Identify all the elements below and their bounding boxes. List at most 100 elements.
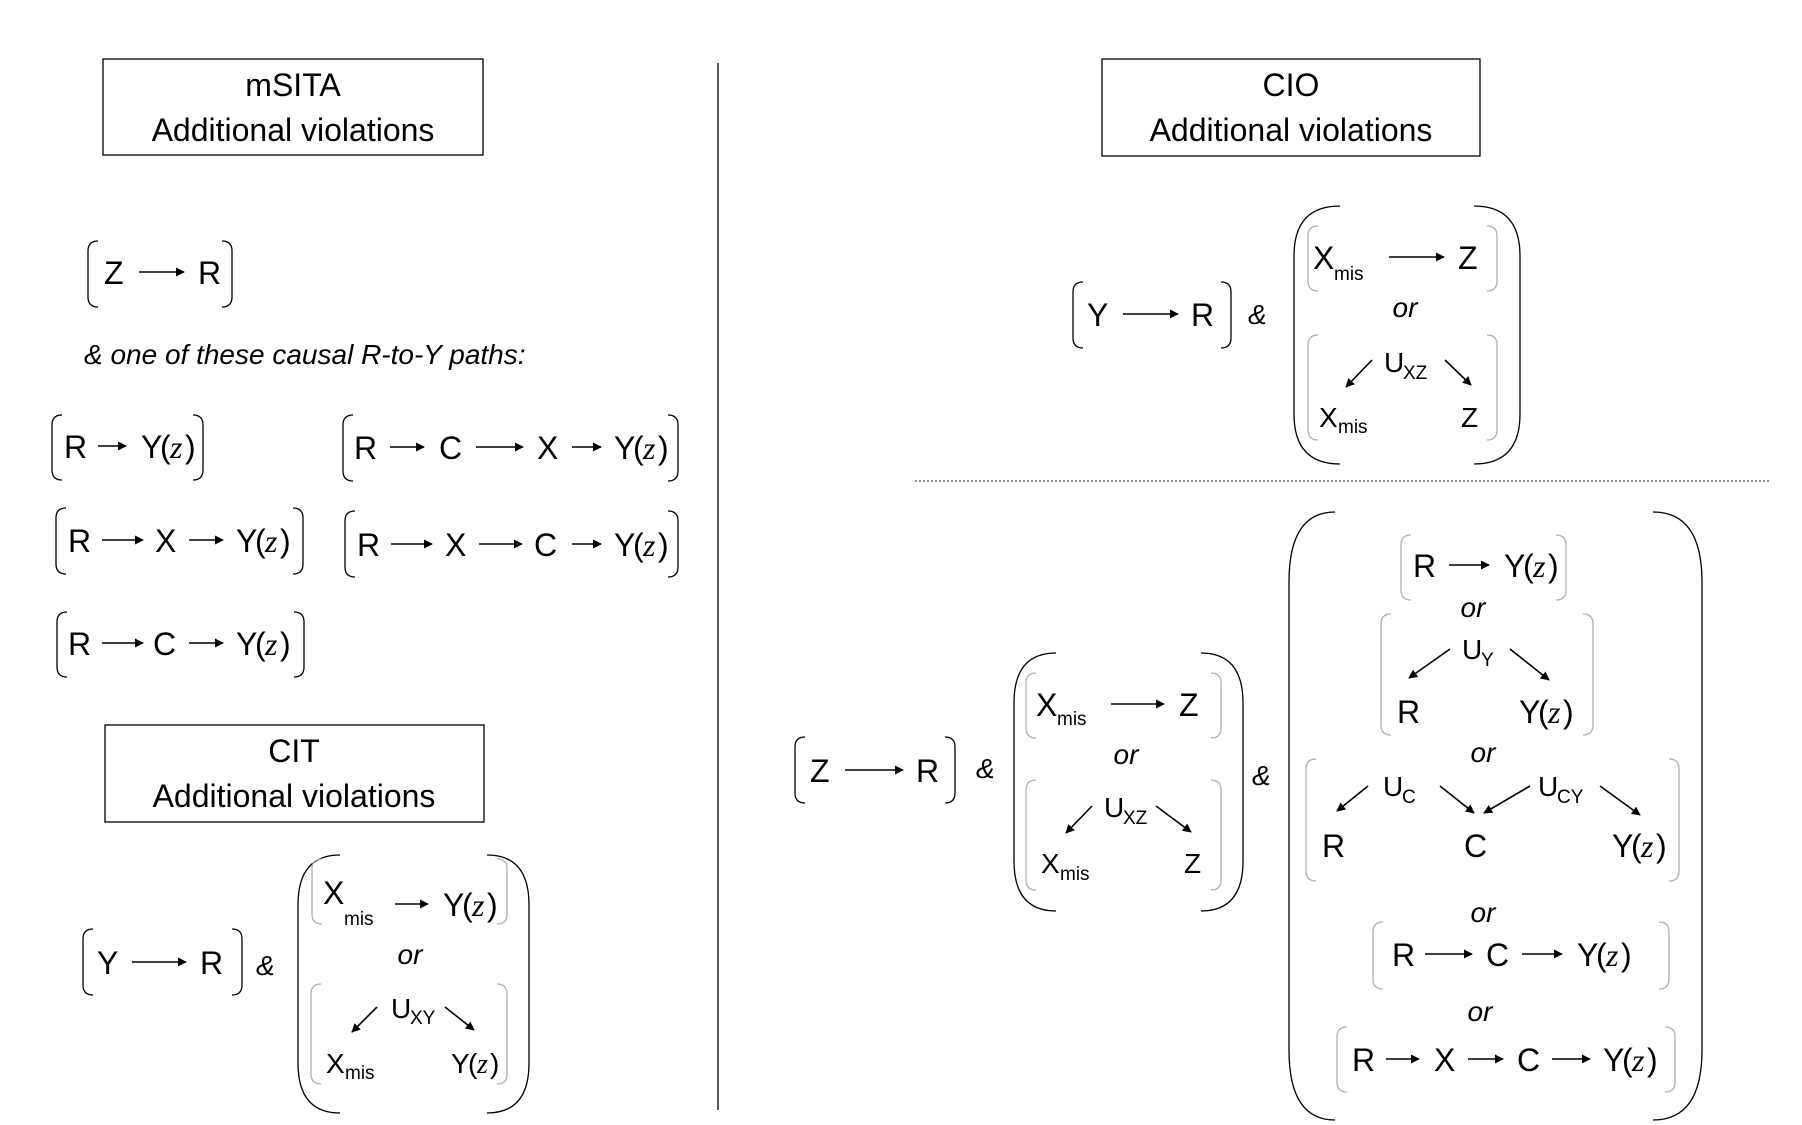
node-x: X (537, 430, 558, 466)
path-r-y: R Y ( z ) (51, 414, 204, 481)
node-u: U (1383, 771, 1403, 802)
node-r: R (354, 430, 377, 466)
arrow (1336, 785, 1369, 812)
sub-mis: mis (1060, 864, 1090, 885)
sub-xz: XZ (1123, 808, 1148, 829)
node-z-italic: z (1631, 1042, 1645, 1078)
arrow (1439, 785, 1475, 814)
paren-close: ) (1548, 548, 1559, 584)
paren-open: ( (633, 430, 644, 466)
sub-mis: mis (345, 1063, 375, 1084)
node-c: C (1486, 937, 1509, 973)
paren-open: ( (255, 523, 266, 559)
cit-big-paren-group: X mis Y ( z ) or U XY X mis Y ( z ) (297, 854, 530, 1114)
cio-top-big-paren-group: X mis Z or U XZ X mis Z (1293, 205, 1521, 465)
node-x: X (445, 527, 466, 563)
node-x: X (1313, 240, 1334, 276)
arrow (1483, 785, 1531, 814)
node-c: C (1464, 828, 1487, 864)
node-x: X (323, 875, 344, 911)
arrow (1155, 805, 1192, 833)
node-z: Z (1458, 240, 1478, 276)
path-r-x-c-y: R X C Y ( z ) (344, 510, 679, 578)
paren-close: ) (280, 523, 291, 559)
node-r: R (1352, 1042, 1375, 1078)
paren-close: ) (658, 430, 669, 466)
cit-title-line2: Additional violations (153, 778, 436, 814)
or-label: or (1393, 292, 1420, 323)
arrow (351, 1006, 378, 1033)
paren-close: ) (1621, 937, 1632, 973)
paren-open: ( (255, 626, 266, 662)
ampersand: & (256, 950, 275, 981)
node-y: Y (1603, 1042, 1624, 1078)
ampersand: & (1252, 760, 1271, 791)
node-z-italic: z (642, 430, 656, 466)
paren-open: ( (1538, 694, 1549, 730)
node-r: R (198, 255, 221, 291)
arrow (1345, 359, 1373, 388)
node-y: Y (1577, 937, 1598, 973)
node-x: X (1041, 848, 1060, 879)
node-z: Z (1179, 687, 1199, 723)
or-label: or (1114, 739, 1141, 770)
sub-c: C (1402, 787, 1416, 808)
cio-bottom-z-to-r: Z R (794, 736, 956, 804)
node-z: Z (104, 255, 124, 291)
node-y: Y (236, 626, 257, 662)
node-z-italic: z (1532, 548, 1546, 584)
node-r: R (200, 945, 223, 981)
sub-mis: mis (1338, 417, 1368, 438)
paren-open: ( (468, 1048, 478, 1079)
paren-open: ( (1596, 937, 1607, 973)
node-y: Y (1519, 694, 1540, 730)
path-r-x-y: R X Y ( z ) (55, 507, 304, 575)
node-r: R (1322, 828, 1345, 864)
node-r: R (916, 753, 939, 789)
path-r-c-y: R C Y ( z ) (56, 611, 305, 678)
node-y: Y (443, 887, 464, 923)
node-x: X (1434, 1042, 1455, 1078)
node-u: U (1462, 634, 1482, 665)
paren-close: ) (1563, 694, 1574, 730)
arrow (1408, 648, 1451, 679)
node-z-italic: z (264, 523, 278, 559)
node-z: Z (810, 753, 830, 789)
or-label: or (1471, 737, 1498, 768)
cit-title-box: CIT Additional violations (104, 724, 485, 823)
or-label: or (1471, 897, 1498, 928)
node-y: Y (614, 430, 635, 466)
node-z-italic: z (476, 1049, 488, 1080)
cio-title-line2: Additional violations (1150, 112, 1433, 148)
ampersand: & (1248, 299, 1267, 330)
arrow (1065, 805, 1093, 834)
node-y: Y (141, 429, 162, 465)
paren-close: ) (185, 429, 196, 465)
node-y: Y (614, 527, 635, 563)
node-r: R (64, 429, 87, 465)
msita-z-to-r: Z R (87, 240, 233, 308)
node-z-italic: z (169, 429, 183, 465)
msita-title-box: mSITA Additional violations (102, 58, 484, 156)
node-z-italic: z (264, 626, 278, 662)
paren-open: ( (1622, 1042, 1633, 1078)
arrow (1444, 359, 1472, 386)
node-u: U (1104, 792, 1124, 823)
paren-open: ( (160, 429, 171, 465)
node-c: C (1517, 1042, 1540, 1078)
node-r: R (1191, 297, 1214, 333)
msita-title-line1: mSITA (245, 67, 341, 103)
node-u: U (391, 993, 411, 1024)
paren-open: ( (462, 887, 473, 923)
node-r: R (68, 626, 91, 662)
cio-bottom-mid-paren-group: X mis Z or U XZ X mis Z (1013, 652, 1244, 912)
paren-close: ) (280, 626, 291, 662)
node-r: R (357, 527, 380, 563)
node-z-italic: z (1547, 694, 1561, 730)
node-z-italic: z (1640, 828, 1654, 864)
paths-intro: & one of these causal R-to-Y paths: (84, 339, 526, 370)
cio-top-y-to-r: Y R (1072, 281, 1232, 349)
msita-title-line2: Additional violations (152, 112, 435, 148)
node-y: Y (1612, 828, 1633, 864)
node-z-italic: z (1605, 937, 1619, 973)
